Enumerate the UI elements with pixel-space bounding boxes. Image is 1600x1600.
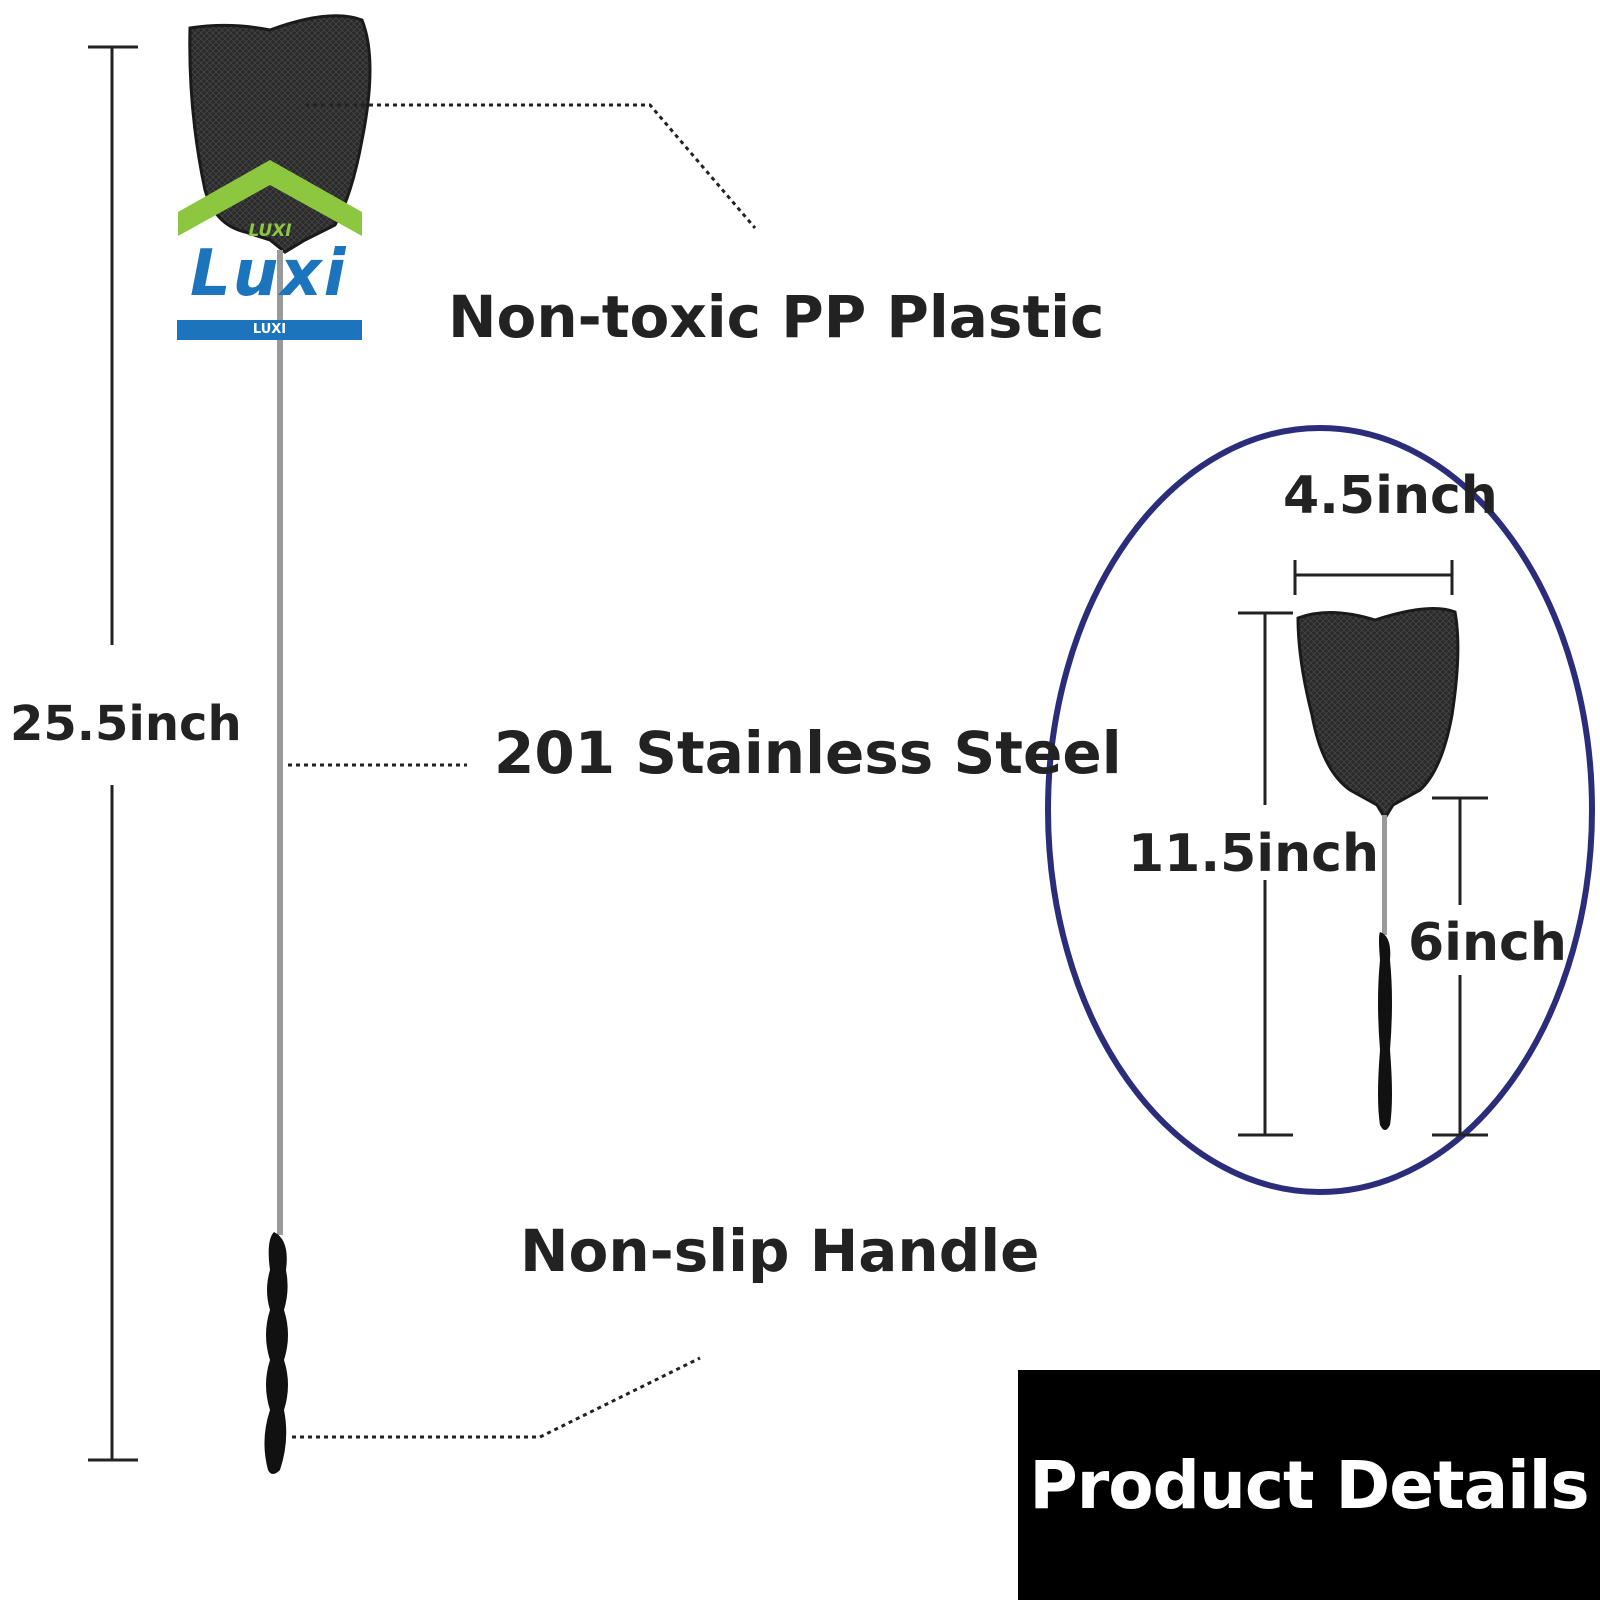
shaft-material-label: 201 Stainless Steel xyxy=(494,719,1122,787)
swatter-inset xyxy=(1296,606,1460,1130)
logo-bottom-text: LUXI xyxy=(252,322,287,337)
logo-wordmark: Luxi xyxy=(190,237,348,311)
product-details-text: Product Details xyxy=(1029,1446,1589,1524)
inset-swatter-handle xyxy=(1378,932,1392,1130)
inset-dimension-lines xyxy=(1238,560,1488,1137)
handle-length-label: 6inch xyxy=(1408,913,1567,973)
product-details-banner: Product Details xyxy=(1018,1370,1600,1600)
logo-bar xyxy=(177,320,362,340)
total-length-label: 25.5inch xyxy=(10,696,242,752)
head-width-label: 4.5inch xyxy=(1283,466,1498,526)
total-length-dimension-line xyxy=(88,45,138,1462)
inset-swatter-head xyxy=(1296,606,1460,821)
brand-logo xyxy=(177,160,362,340)
head-material-label: Non-toxic PP Plastic xyxy=(448,283,1105,351)
leader-line-handle xyxy=(292,1356,701,1439)
head-length-label: 11.5inch xyxy=(1128,824,1379,884)
inset-swatter-shaft xyxy=(1382,815,1387,935)
logo-top-text: LUXI xyxy=(248,221,292,241)
swatter-handle xyxy=(264,1232,288,1474)
leader-lines xyxy=(288,103,757,1439)
swatter-shaft xyxy=(277,250,283,1235)
handle-label: Non-slip Handle xyxy=(520,1217,1040,1285)
leader-line-head xyxy=(305,103,757,229)
inset-circle xyxy=(1045,425,1595,1195)
logo-roof xyxy=(178,160,362,236)
